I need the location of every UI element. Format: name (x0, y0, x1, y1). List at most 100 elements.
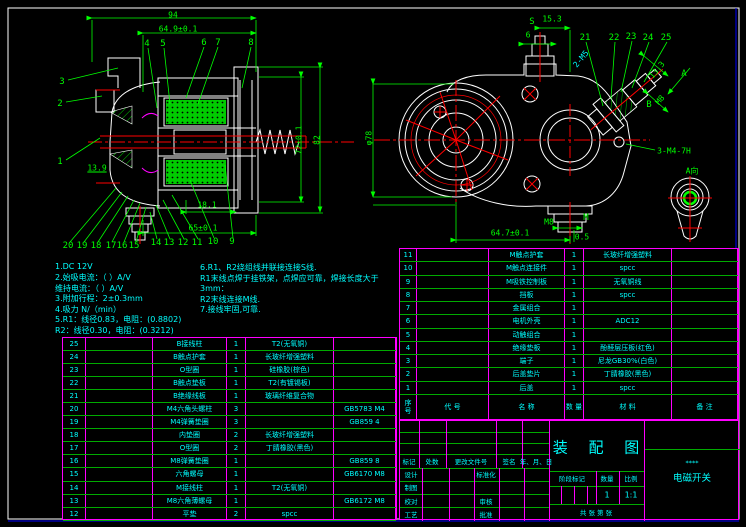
table-cell: 1 (565, 328, 584, 341)
table-cell (86, 481, 153, 494)
table-cell: 1 (565, 275, 584, 288)
callout-8: 8 (248, 38, 254, 48)
table-cell: 4 (400, 341, 417, 355)
dim-15-3: 15.3 (542, 14, 562, 24)
table-cell: B触点垫板 (153, 377, 227, 390)
table-cell: 1 (227, 364, 246, 377)
table-cell: 1 (565, 262, 584, 275)
table-cell (672, 249, 738, 262)
label-process: 工艺 (404, 511, 418, 519)
table-cell: M4六角头螺柱 (153, 403, 227, 416)
table-cell (86, 338, 153, 351)
table-cell (86, 429, 153, 442)
table-cell: 8 (400, 288, 417, 302)
table-cell: 15 (63, 468, 86, 481)
table-cell (334, 377, 396, 390)
right-front-view (370, 25, 691, 244)
table-cell: 1 (565, 315, 584, 328)
table-cell: 后盖垫片 (489, 368, 565, 381)
solenoid-coil-upper (166, 100, 226, 124)
table-cell: M触点连接件 (489, 262, 565, 275)
scale-value: 1:1 (624, 490, 638, 500)
table-cell (417, 249, 489, 262)
table-cell (417, 262, 489, 275)
table-cell: 1 (565, 368, 584, 381)
table-cell: 长玻纤增强塑料 (584, 249, 672, 262)
terminal-b-label: B (646, 100, 652, 110)
table-cell: 端子 (489, 355, 565, 368)
table-cell (334, 390, 396, 403)
table-cell: 10 (400, 262, 417, 275)
table-cell: GB5783 M4 (334, 403, 396, 416)
table-cell: 丁腈橡胶(黑色) (584, 368, 672, 381)
label-sign: 签名 (502, 458, 516, 466)
table-cell: spcc (584, 262, 672, 275)
table-cell (246, 403, 334, 416)
table-cell: M8弹簧垫圈 (153, 455, 227, 468)
label-date: 年、月、日 (519, 458, 553, 466)
drawing-title: 装 配 图 (552, 438, 648, 457)
table-cell: 后盖 (489, 381, 565, 394)
table-cell (334, 507, 396, 520)
table-cell: T2(有镀锡板) (246, 377, 334, 390)
table-cell: 3 (227, 403, 246, 416)
table-cell: 1 (565, 355, 584, 368)
table-cell: 1 (227, 468, 246, 481)
table-cell: 2 (227, 429, 246, 442)
note-line: 5.R1：线径0.83，电阻：(0.8802) (55, 315, 182, 324)
table-cell (672, 315, 738, 328)
table-cell (334, 351, 396, 364)
note-line: 7.接线牢固,可靠. (200, 305, 261, 314)
table-cell: 14 (63, 481, 86, 494)
callout-21: 21 (579, 33, 591, 43)
note-line: 2.始吸电流：（ ）A/V (55, 273, 131, 282)
table-cell (417, 288, 489, 302)
table-cell: 23 (63, 364, 86, 377)
table-cell (334, 429, 396, 442)
callout-24: 24 (642, 33, 654, 43)
label-scale: 比例 (624, 475, 638, 483)
table-cell: 1 (227, 390, 246, 403)
table-cell: 1 (565, 302, 584, 315)
dim-left-small: 13.9 (87, 163, 107, 173)
table-cell (334, 338, 396, 351)
dim-sub-width: 64.9±0.1 (158, 24, 198, 34)
qty-value: 1 (604, 490, 610, 500)
table-cell: B接线柱 (153, 338, 227, 351)
table-cell: GB859 4 (334, 416, 396, 429)
col-header-name: 名 称 (489, 394, 565, 420)
dim-height: 82 (312, 135, 322, 145)
table-cell: 17 (63, 442, 86, 455)
table-cell (246, 494, 334, 507)
label-approve: 批准 (479, 511, 493, 519)
view-arrow-a-label: A (681, 69, 687, 79)
table-cell: T2(无氧铜) (246, 338, 334, 351)
table-cell (417, 302, 489, 315)
table-cell (672, 288, 738, 302)
table-cell (86, 416, 153, 429)
product-name: 电磁开关 (672, 473, 712, 484)
table-cell (672, 381, 738, 394)
bom-header-row: 序 号 代 号 名 称 数 量 材 料 备 注 (400, 394, 738, 420)
table-cell: 1 (565, 249, 584, 262)
table-cell (584, 302, 672, 315)
table-cell: O型圈 (153, 442, 227, 455)
callout-2: 2 (57, 99, 63, 109)
table-cell (86, 442, 153, 455)
table-cell: M接线柱 (153, 481, 227, 494)
table-cell (86, 390, 153, 403)
note-line: R2末线连接M线. (200, 295, 261, 304)
label-audit: 审核 (479, 498, 493, 506)
